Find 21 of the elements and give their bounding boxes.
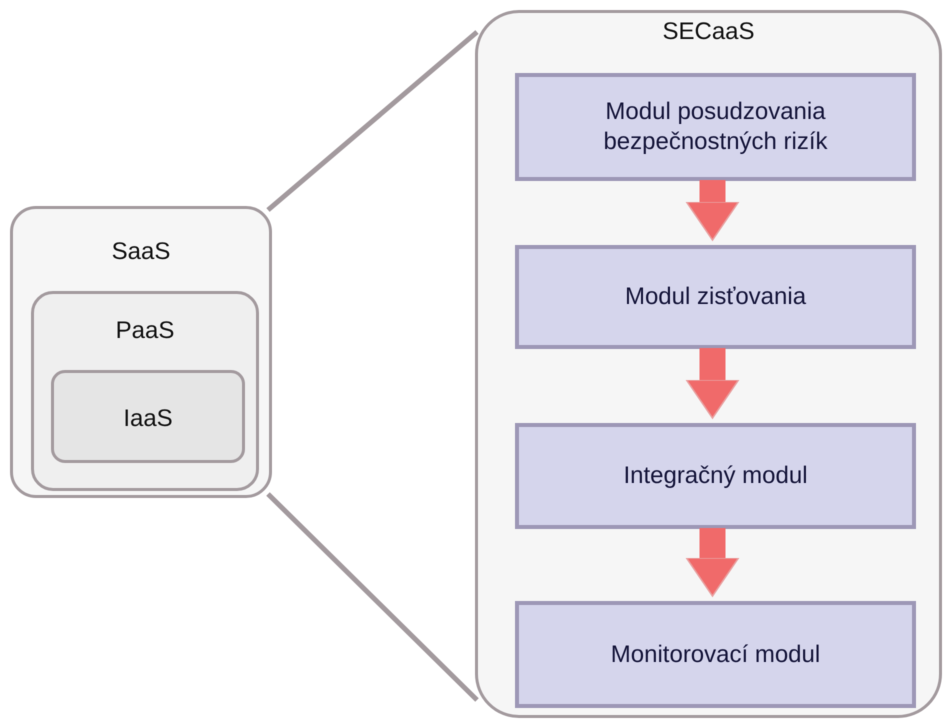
zoom-line bbox=[266, 492, 479, 702]
box-label: Monitorovací modul bbox=[610, 640, 822, 670]
box-label: Integračný modul bbox=[622, 461, 809, 491]
box-label: Modul zisťovania bbox=[624, 282, 808, 312]
box-label: SaaS bbox=[110, 237, 172, 267]
block-arrow bbox=[686, 528, 740, 597]
module-box bbox=[515, 73, 916, 181]
module-box bbox=[515, 601, 916, 708]
box-label: IaaS bbox=[122, 404, 174, 434]
box-label: PaaS bbox=[114, 316, 176, 346]
box-label: Modul posudzovania bezpečnostných rizík bbox=[602, 97, 829, 157]
box-label: SECaaS bbox=[661, 17, 756, 47]
layer-box bbox=[10, 206, 272, 498]
layer-box bbox=[31, 291, 259, 491]
service-container bbox=[475, 10, 942, 718]
module-box bbox=[515, 245, 916, 349]
block-arrow bbox=[686, 180, 740, 241]
block-arrow bbox=[686, 348, 740, 419]
module-box bbox=[515, 423, 916, 529]
layer-box bbox=[51, 370, 245, 463]
zoom-line bbox=[266, 30, 479, 212]
